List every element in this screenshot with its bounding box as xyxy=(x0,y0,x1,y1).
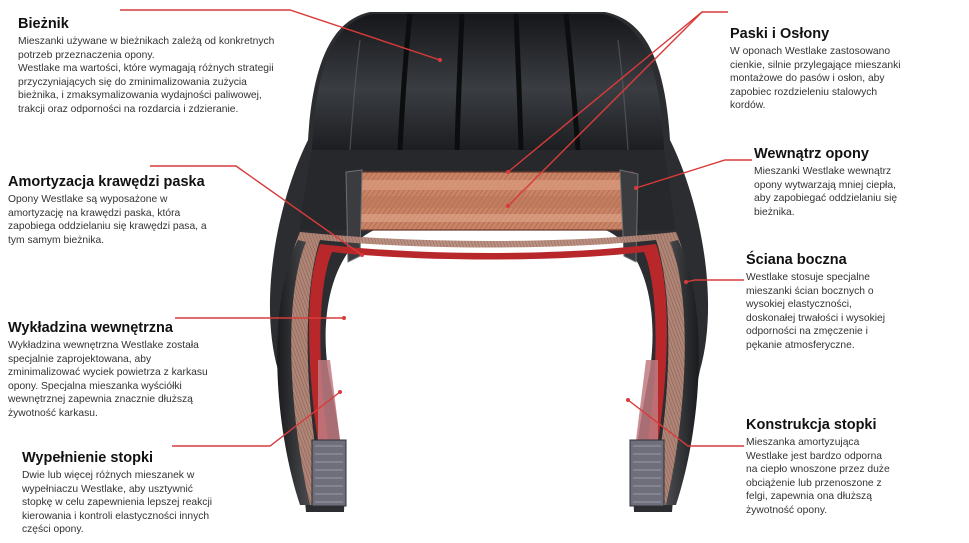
leader-line-belts-2 xyxy=(507,11,703,207)
callout-inner-liner-text: Wykładzina wewnętrzna Westlake została s… xyxy=(8,340,208,419)
callout-inner-liner-title: Wykładzina wewnętrzna xyxy=(8,320,173,336)
callout-bead-text: Mieszanka amortyzująca Westlake jest bar… xyxy=(746,437,890,516)
callout-inside: Wewnątrz opony Mieszanki Westlake wewnąt… xyxy=(754,146,964,219)
callout-bead: Konstrukcja stopki Mieszanka amortyzując… xyxy=(746,417,961,518)
inner-liner xyxy=(309,244,667,505)
callout-sidewall: Ściana boczna Westlake stosuje specjalne… xyxy=(746,252,961,353)
callout-belt-edge-title: Amortyzacja krawędzi paska xyxy=(8,174,205,190)
callout-inside-text: Mieszanki Westlake wewnątrz opony wytwar… xyxy=(754,166,898,218)
callout-belts-title: Paski i Osłony xyxy=(730,26,830,42)
callout-inner-liner: Wykładzina wewnętrzna Wykładzina wewnętr… xyxy=(8,320,268,421)
callout-belts: Paski i Osłony W oponach Westlake zastos… xyxy=(730,26,960,113)
callout-belt-edge: Amortyzacja krawędzi paska Opony Westlak… xyxy=(8,174,268,247)
callout-bead-filler: Wypełnienie stopki Dwie lub więcej różny… xyxy=(22,450,282,537)
callout-inside-title: Wewnątrz opony xyxy=(754,146,869,162)
callout-tread-text: Mieszanki używane w bieżnikach zależą od… xyxy=(18,36,275,115)
leader-lines xyxy=(120,9,752,447)
leader-endpoints xyxy=(338,58,688,402)
leader-line-sidewall xyxy=(685,279,744,283)
leader-line-tread xyxy=(120,9,441,61)
callout-bead-title: Konstrukcja stopki xyxy=(746,417,877,433)
callout-sidewall-text: Westlake stosuje specjalne mieszanki ści… xyxy=(746,272,886,351)
callout-sidewall-title: Ściana boczna xyxy=(746,252,847,268)
callout-belt-edge-text: Opony Westlake są wyposażone w amortyzac… xyxy=(8,194,207,246)
bead-filler-right xyxy=(636,360,658,440)
leader-line-bead xyxy=(627,399,744,447)
sidewall-left xyxy=(277,240,310,505)
leader-line-bead-filler xyxy=(172,391,341,447)
leader-line-belt-edge xyxy=(150,165,363,256)
callout-tread: Bieżnik Mieszanki używane w bieżnikach z… xyxy=(18,16,338,117)
callout-bead-filler-title: Wypełnienie stopki xyxy=(22,450,154,466)
leader-line-inside xyxy=(635,159,752,189)
callout-bead-filler-text: Dwie lub więcej różnych mieszanek w wype… xyxy=(22,470,213,536)
sidewall-right xyxy=(666,240,699,505)
callout-belts-text: W oponach Westlake zastosowano cienkie, … xyxy=(730,46,901,112)
callout-tread-title: Bieżnik xyxy=(18,16,69,32)
bead-bundle-right xyxy=(629,439,665,507)
bead-bundle-left xyxy=(311,439,347,507)
